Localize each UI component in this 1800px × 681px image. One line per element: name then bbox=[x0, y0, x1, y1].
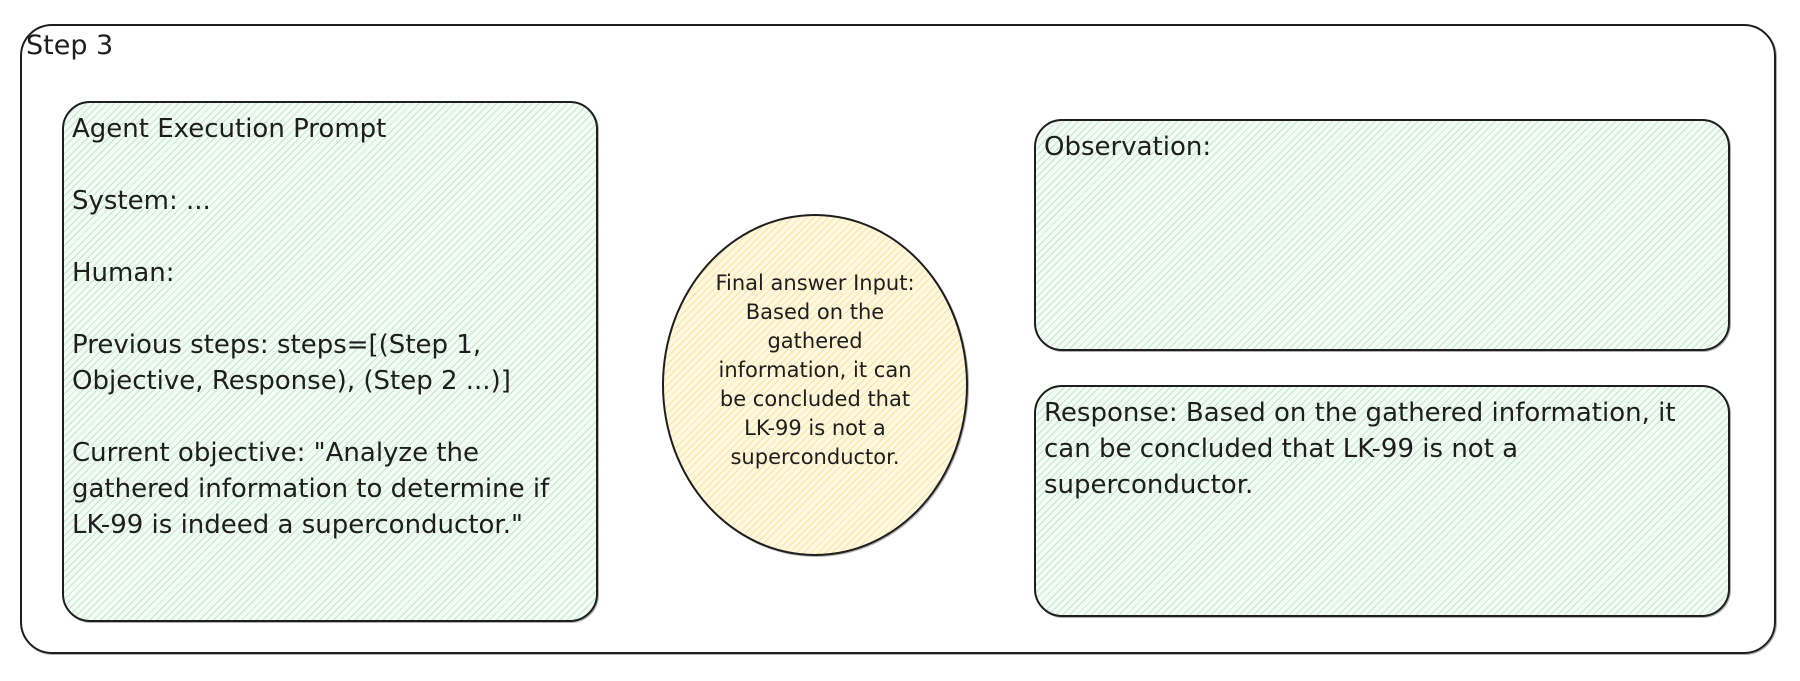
response-box: Response: Based on the gathered informat… bbox=[1034, 385, 1730, 617]
final-answer-text: Final answer Input: Based on the gathere… bbox=[715, 270, 915, 469]
agent-execution-prompt-box: Agent Execution Prompt System: ... Human… bbox=[62, 101, 598, 622]
prompt-human-line: Human: bbox=[72, 258, 175, 288]
prompt-previous-steps: Previous steps: steps=[(Step 1, Objectiv… bbox=[72, 330, 511, 396]
prompt-current-objective: Current objective: "Analyze the gathered… bbox=[72, 438, 558, 540]
step-frame bbox=[20, 24, 1776, 654]
response-text: Response: Based on the gathered informat… bbox=[1044, 398, 1684, 500]
final-answer-node: Final answer Input: Based on the gathere… bbox=[662, 214, 968, 556]
prompt-box-title: Agent Execution Prompt bbox=[72, 114, 387, 144]
prompt-system-line: System: ... bbox=[72, 186, 211, 216]
observation-label: Observation: bbox=[1044, 132, 1212, 162]
observation-box: Observation: bbox=[1034, 119, 1730, 351]
step-frame-title: Step 3 bbox=[26, 30, 114, 61]
